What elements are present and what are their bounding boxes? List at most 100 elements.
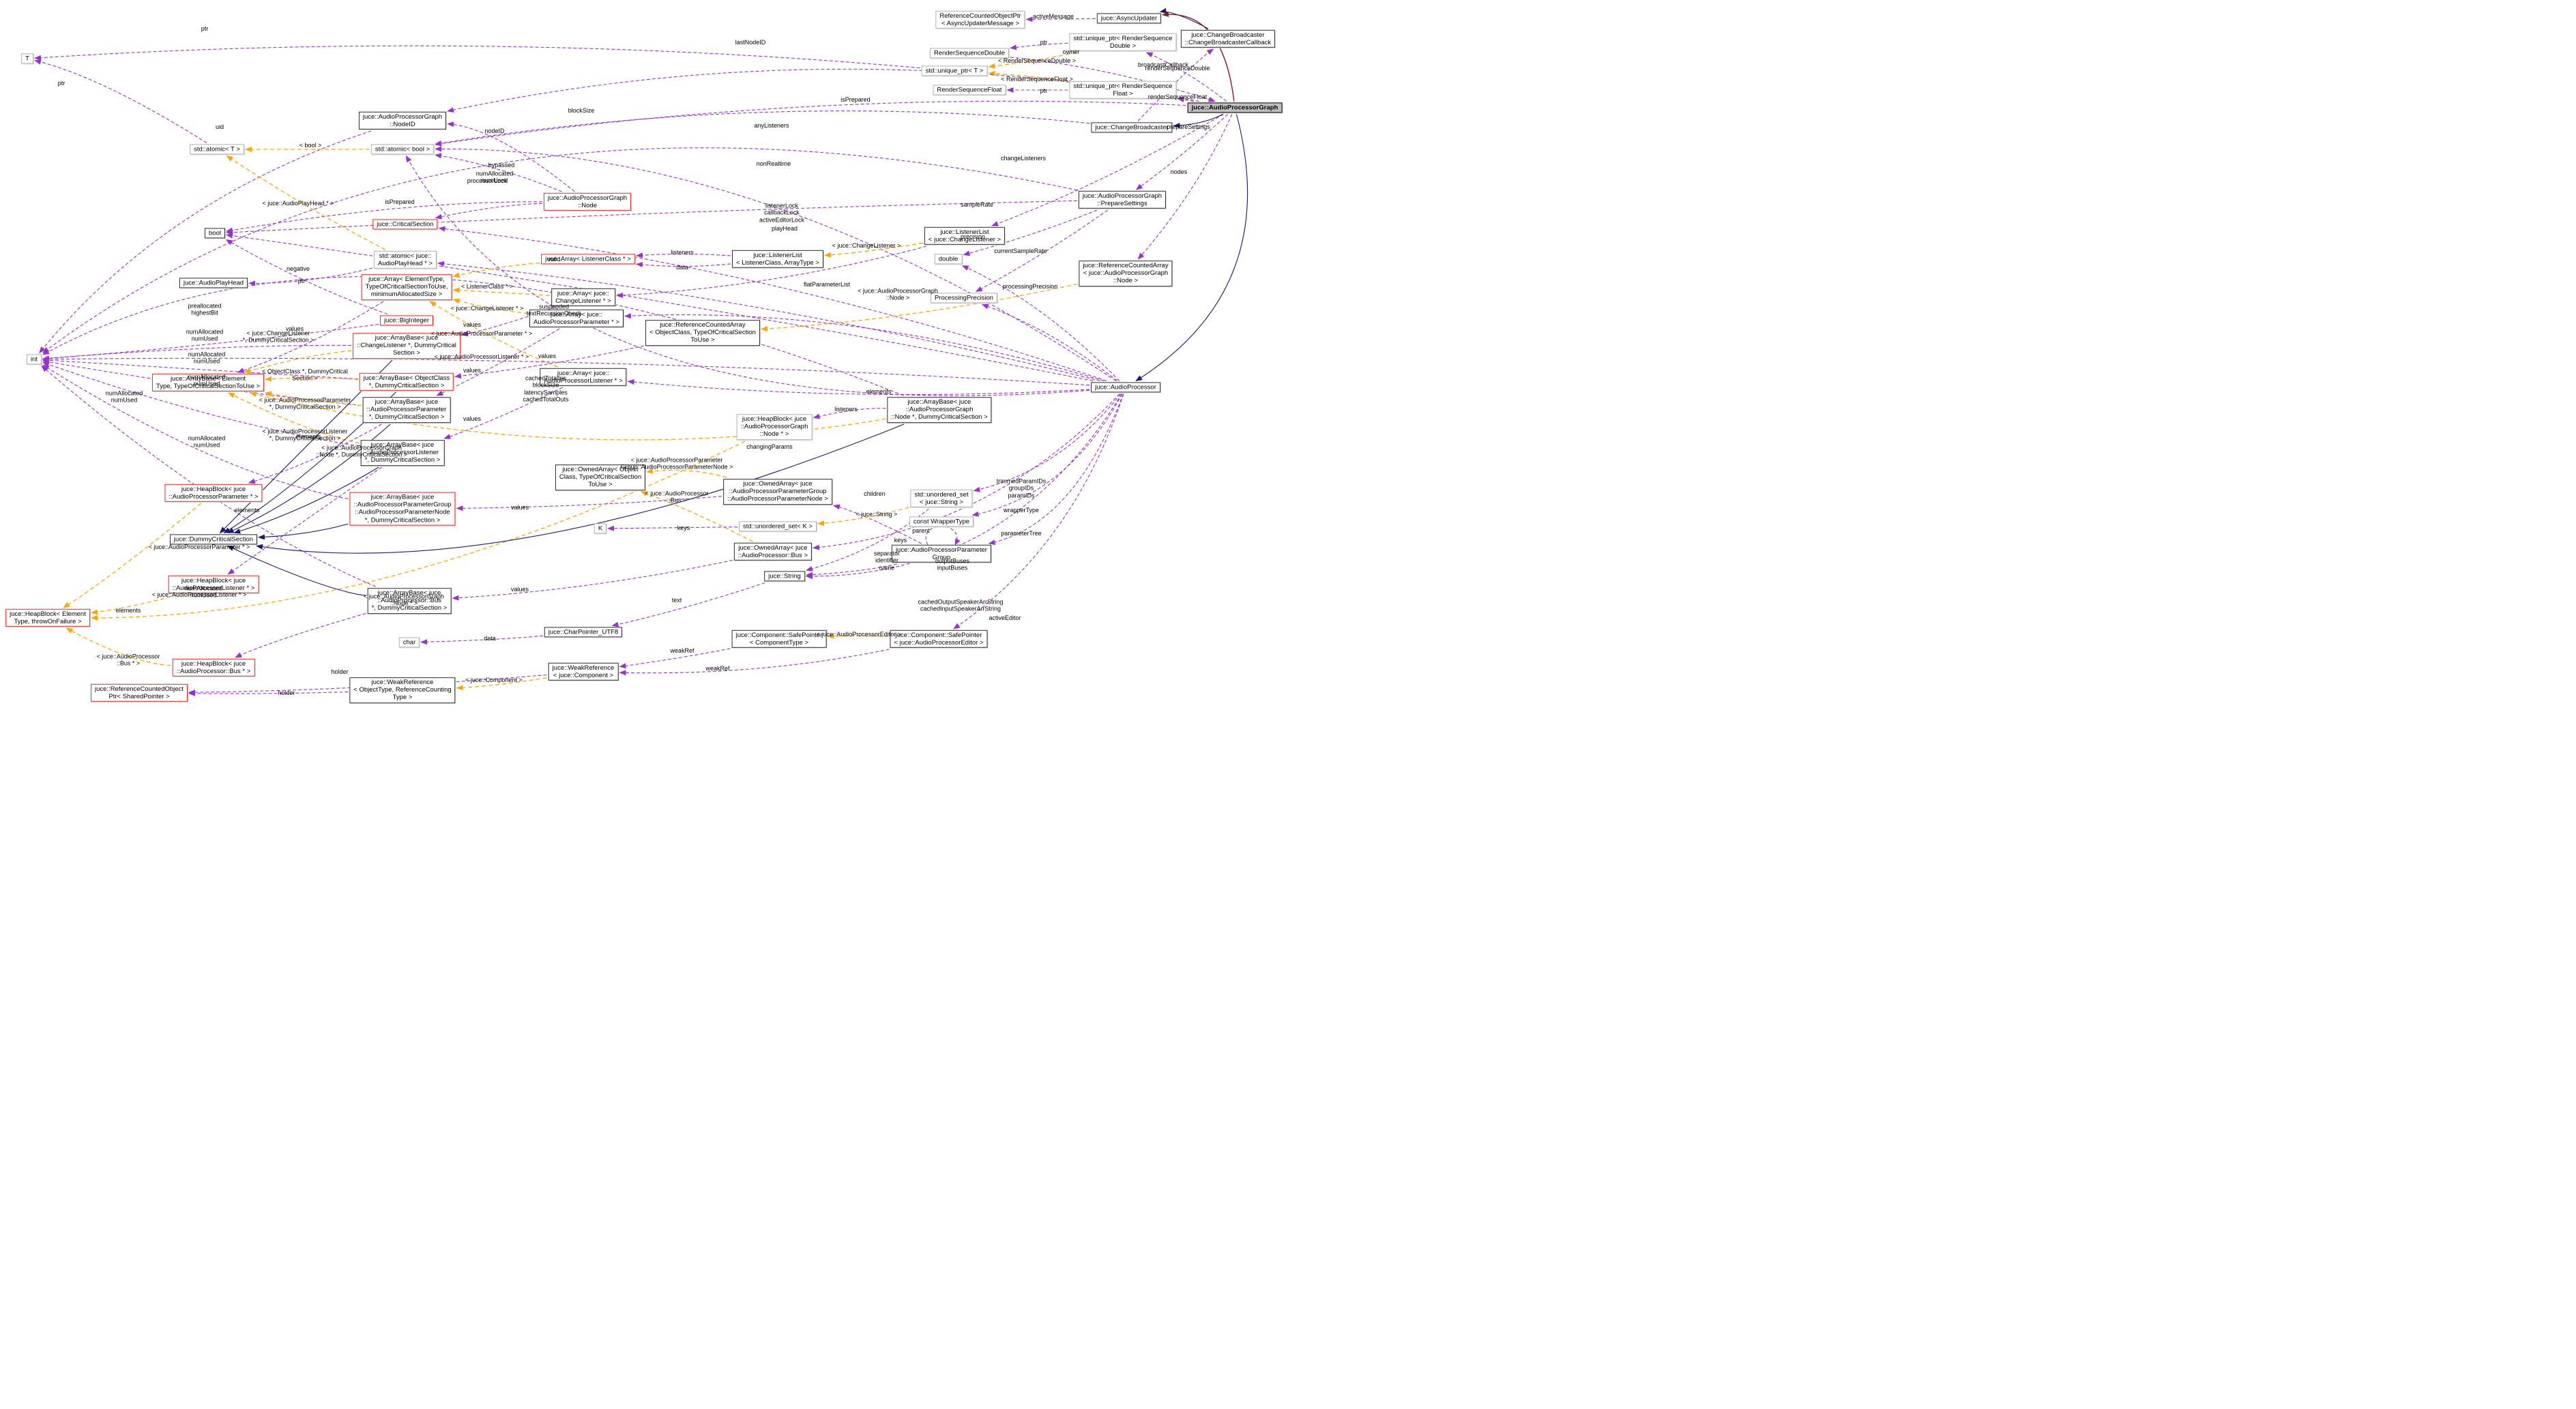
edge-arrayAPL-to-arrayElementType <box>429 301 558 368</box>
class-node-heapBlockBus[interactable]: juce::HeapBlock< juce ::AudioProcessor::… <box>172 658 255 677</box>
class-node-K: K <box>594 523 607 534</box>
edge-renderSeqDouble-to-audioProcessorGraph <box>1010 57 1216 102</box>
edge-arrayBaseAPL-to-arrayBaseElement <box>228 392 360 444</box>
edge-audioProcessorGraph-to-atomicBool <box>435 100 1186 147</box>
edge-unorderedSetString-to-unorderedSetK <box>817 507 909 526</box>
class-node-nodeIDBox[interactable]: juce::AudioProcessorGraph ::NodeID <box>358 111 447 130</box>
edge-arrayBaseAPPG-to-int_ <box>42 364 349 499</box>
edge-arrayBaseAPPG-to-dummyCritSection <box>258 523 349 540</box>
class-node-arrayBaseAPL[interactable]: juce::ArrayBase< juce ::AudioProcessorLi… <box>360 440 445 466</box>
class-node-dummyCritSection[interactable]: juce::DummyCriticalSection <box>169 534 258 545</box>
class-node-arrayBaseBus[interactable]: juce::ArrayBase< juce ::AudioProcessor::… <box>367 588 452 614</box>
edge-arrayChangeListenerPtr-to-arrayElementType <box>452 287 551 296</box>
edge-refCountedArrayNode-to-refCountedArrayObj <box>761 283 1078 332</box>
class-node-safePointerEditor[interactable]: juce::Component::SafePointer < juce::Aud… <box>890 629 988 649</box>
edge-arrayBaseAPP-to-int_ <box>42 359 362 406</box>
class-node-bigInteger[interactable]: juce::BigInteger <box>379 315 434 326</box>
edge-weakRefObjectType-to-refCountedObjPtrShared <box>188 690 349 696</box>
edge-asyncUpdater-to-refCountedAsync <box>1025 16 1096 23</box>
class-node-safePointerComponentType[interactable]: juce::Component::SafePointer < Component… <box>731 629 827 649</box>
class-node-heapBlockNode[interactable]: juce::HeapBlock< juce ::AudioProcessorGr… <box>736 414 813 440</box>
class-node-listenerListCL[interactable]: juce::ListenerList < juce::ChangeListene… <box>924 226 1006 246</box>
edge-paramGroup-to-string <box>806 563 898 578</box>
class-node-weakRefComponent[interactable]: juce::WeakReference < juce::Component > <box>548 662 619 681</box>
class-node-refCountedAsync: ReferenceCountedObjectPtr < AsyncUpdater… <box>935 10 1025 29</box>
edge-unorderedSetK-to-K <box>607 525 738 531</box>
class-node-heapBlockAPP[interactable]: juce::HeapBlock< juce ::AudioProcessorPa… <box>164 484 263 503</box>
class-node-heapBlockAPL[interactable]: juce::HeapBlock< juce ::AudioProcessorLi… <box>168 575 259 594</box>
class-node-refCountedObjPtrShared[interactable]: juce::ReferenceCountedObject Ptr< Shared… <box>91 683 188 702</box>
class-node-prepareSettings[interactable]: juce::AudioProcessorGraph ::PrepareSetti… <box>1078 190 1167 209</box>
class-node-arrayBaseObj[interactable]: juce::ArrayBase< ObjectClass *, DummyCri… <box>359 372 454 391</box>
edge-audioProcessor-to-safePointerEditor <box>953 394 1124 629</box>
edge-listenerListCL-to-listenerListLCAT <box>824 242 924 258</box>
edge-audioProcessor-to-int_ <box>42 356 1090 386</box>
edge-arrayBaseNode-to-heapBlockNode <box>813 408 886 419</box>
class-node-uniquePtrT: std::unique_ptr< T > <box>921 65 988 76</box>
edge-node-to-atomicBool <box>435 153 562 192</box>
class-node-constWrapperType: const WrapperType <box>909 516 974 527</box>
class-node-charPointerUTF8[interactable]: juce::CharPointer_UTF8 <box>544 627 623 638</box>
class-node-arrayBaseAPPG[interactable]: juce::ArrayBase< juce ::AudioProcessorPa… <box>349 492 456 526</box>
edge-arrayBaseBus-to-dummyCritSection <box>226 546 366 596</box>
class-node-arrayBaseCL[interactable]: juce::ArrayBase< juce ::ChangeListener *… <box>353 333 460 359</box>
class-node-ownedArrayObj[interactable]: juce::OwnedArray< Object Class, TypeOfCr… <box>555 464 646 490</box>
class-node-node[interactable]: juce::AudioProcessorGraph ::Node <box>543 192 632 211</box>
edge-arrayBaseAPL-to-dummyCritSection <box>233 466 379 534</box>
class-node-critSection[interactable]: juce::CriticalSection <box>372 219 438 230</box>
edge-arrayBaseNode-to-dummyCritSection <box>256 424 905 554</box>
class-node-ownedArrayAPPGN[interactable]: juce::OwnedArray< juce ::AudioProcessorP… <box>723 479 832 505</box>
edge-prepareSettings-to-bool_ <box>226 200 1078 235</box>
class-node-heapBlockElement[interactable]: juce::HeapBlock< Element Type, throwOnFa… <box>5 608 90 627</box>
class-node-arrayBaseAPP[interactable]: juce::ArrayBase< juce ::AudioProcessorPa… <box>362 397 451 423</box>
edge-ownedArrayBus-to-arrayBaseBus <box>452 559 733 601</box>
edge-weakRefComponent-to-weakRefObjectType <box>456 677 547 691</box>
class-node-arrayListenerClass[interactable]: juce::Array< ListenerClass * > <box>541 254 635 265</box>
class-node-arrayAPP[interactable]: juce::Array< juce:: AudioProcessorParame… <box>529 309 624 328</box>
edge-audioProcessor-to-unorderedSetString <box>973 394 1122 492</box>
class-node-changeBroadcaster[interactable]: juce::ChangeBroadcaster <box>1091 122 1173 133</box>
class-node-paramGroup[interactable]: juce::AudioProcessorParameter Group <box>891 544 992 563</box>
edge-node-to-critSection <box>435 203 543 220</box>
edge-audioProcessor-to-paramGroup <box>988 394 1124 546</box>
class-node-weakRefObjectType[interactable]: juce::WeakReference < ObjectType, Refere… <box>349 677 456 703</box>
class-node-ownedArrayBus[interactable]: juce::OwnedArray< juce ::AudioProcessor:… <box>733 542 813 561</box>
edge-arrayAPP-to-arrayBaseAPP <box>436 328 560 396</box>
class-node-arrayBaseNode[interactable]: juce::ArrayBase< juce ::AudioProcessorGr… <box>887 397 992 423</box>
edge-arrayListenerClass-to-arrayElementType <box>452 262 540 278</box>
edge-arrayBaseAPP-to-arrayBaseElement <box>264 391 362 406</box>
class-node-changeBroadcasterCallback[interactable]: juce::ChangeBroadcaster ::ChangeBroadcas… <box>1180 29 1276 48</box>
class-node-arrayChangeListenerPtr[interactable]: juce::Array< juce:: ChangeListener * > <box>551 288 615 307</box>
class-node-unorderedSetString: std::unordered_set < juce::String > <box>910 489 973 508</box>
class-node-listenerListLCAT[interactable]: juce::ListenerList < ListenerClass, Arra… <box>732 250 823 269</box>
class-node-audioProcessor[interactable]: juce::AudioProcessor <box>1091 382 1160 393</box>
class-node-T: T <box>21 53 33 64</box>
edge-layer <box>34 8 1248 696</box>
class-node-arrayElementType[interactable]: juce::Array< ElementType, TypeOfCritical… <box>361 274 452 300</box>
class-node-arrayBaseElement[interactable]: juce::ArrayBase< Element Type, TypeOfCri… <box>151 373 265 392</box>
edge-charPointerUTF8-to-char_ <box>420 635 544 645</box>
edge-arrayBaseCL-to-int_ <box>42 344 352 361</box>
edge-arrayBaseObj-to-arrayBaseElement <box>265 376 359 382</box>
class-node-char_: char <box>398 637 420 648</box>
edge-audioProcessor-to-ownedArrayBus <box>813 394 1120 550</box>
class-node-asyncUpdater[interactable]: juce::AsyncUpdater <box>1096 13 1162 24</box>
class-node-unorderedSetK: std::unordered_set< K > <box>739 521 817 532</box>
edge-prepareSettings-to-int_ <box>42 147 1078 354</box>
class-node-refCountedArrayObj[interactable]: juce::ReferenceCountedArray < ObjectClas… <box>645 320 760 346</box>
edge-arrayBaseAPL-to-heapBlockAPL <box>227 466 382 575</box>
edge-ownedArrayAPPGN-to-ownedArrayObj <box>646 468 727 478</box>
edge-arrayBaseAPL-to-int_ <box>42 361 360 447</box>
class-node-renderSeqDouble: RenderSequenceDouble <box>929 48 1010 59</box>
class-node-arrayAPL[interactable]: juce::Array< juce:: AudioProcessorListen… <box>540 368 627 387</box>
edge-safePointerEditor-to-weakRefComponent <box>619 649 890 676</box>
edge-uniquePtrT-to-T <box>34 45 920 69</box>
edge-audioProcessorGraph-to-uniquePtrRSF <box>1177 97 1195 102</box>
class-node-atomicT: std::atomic< T > <box>190 144 244 155</box>
edge-arrayElementType-to-arrayBaseElement <box>237 301 384 373</box>
class-node-audioPlayHead[interactable]: juce::AudioPlayHead <box>179 278 248 288</box>
edge-audioProcessor-to-constWrapperType <box>971 394 1123 517</box>
class-node-refCountedArrayNode[interactable]: juce::ReferenceCountedArray < juce::Audi… <box>1079 261 1173 286</box>
edge-audioProcessor-to-atomicPlayHead <box>437 261 1100 382</box>
class-node-string[interactable]: juce::String <box>764 571 805 582</box>
